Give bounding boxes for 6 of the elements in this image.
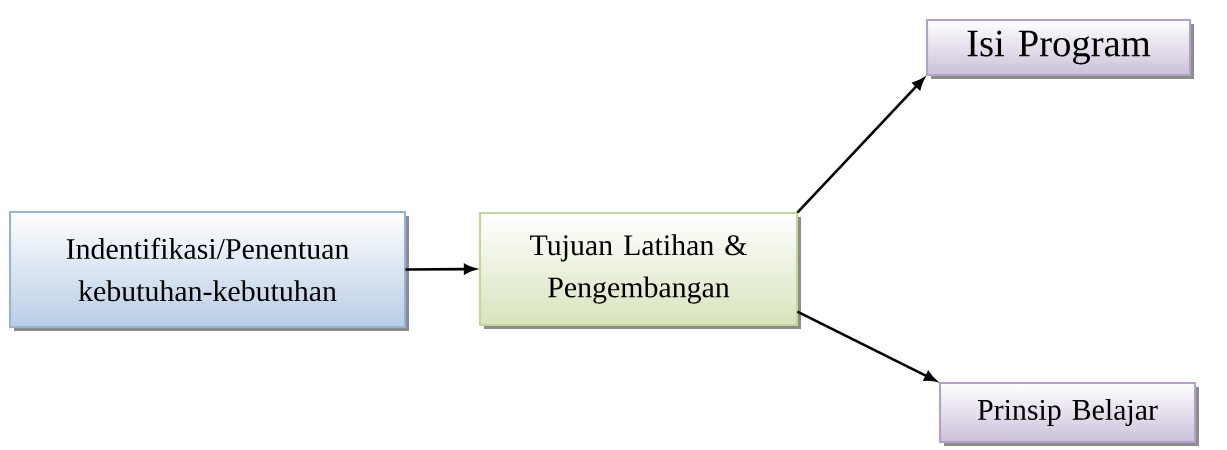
process-box: Tujuan Latihan & Pengembangan [478, 211, 801, 329]
process-box: Isi Program [925, 18, 1194, 79]
process-box: Indentifikasi/Penentuan kebutuhan-kebutuhan [8, 210, 409, 331]
arrow [796, 310, 937, 382]
arrow [796, 77, 925, 214]
process-box: Prinsip Belajar [938, 381, 1199, 446]
